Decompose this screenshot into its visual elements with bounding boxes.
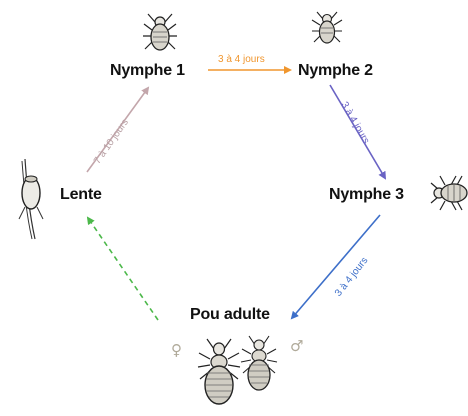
adult-female-louse-icon <box>198 339 240 404</box>
male-symbol: ♂ <box>290 337 303 355</box>
adult-male-louse-icon <box>241 336 277 390</box>
female-symbol: ♀ <box>171 341 182 359</box>
nymphe1-louse-icon <box>143 14 177 50</box>
stage-label-lente: Lente <box>60 186 102 204</box>
stage-label-nymphe3: Nymphe 3 <box>329 186 404 204</box>
stage-label-nymphe1: Nymphe 1 <box>110 62 185 80</box>
nymphe3-louse-icon <box>431 176 467 210</box>
duration-n1-to-n2: 3 à 4 jours <box>218 54 265 65</box>
stage-label-pou-adulte: Pou adulte <box>190 306 270 324</box>
lente-nit-icon <box>19 159 43 239</box>
nymphe2-louse-icon <box>312 12 342 43</box>
stage-label-nymphe2: Nymphe 2 <box>298 62 373 80</box>
arrow-adult-to-lente <box>88 218 158 320</box>
